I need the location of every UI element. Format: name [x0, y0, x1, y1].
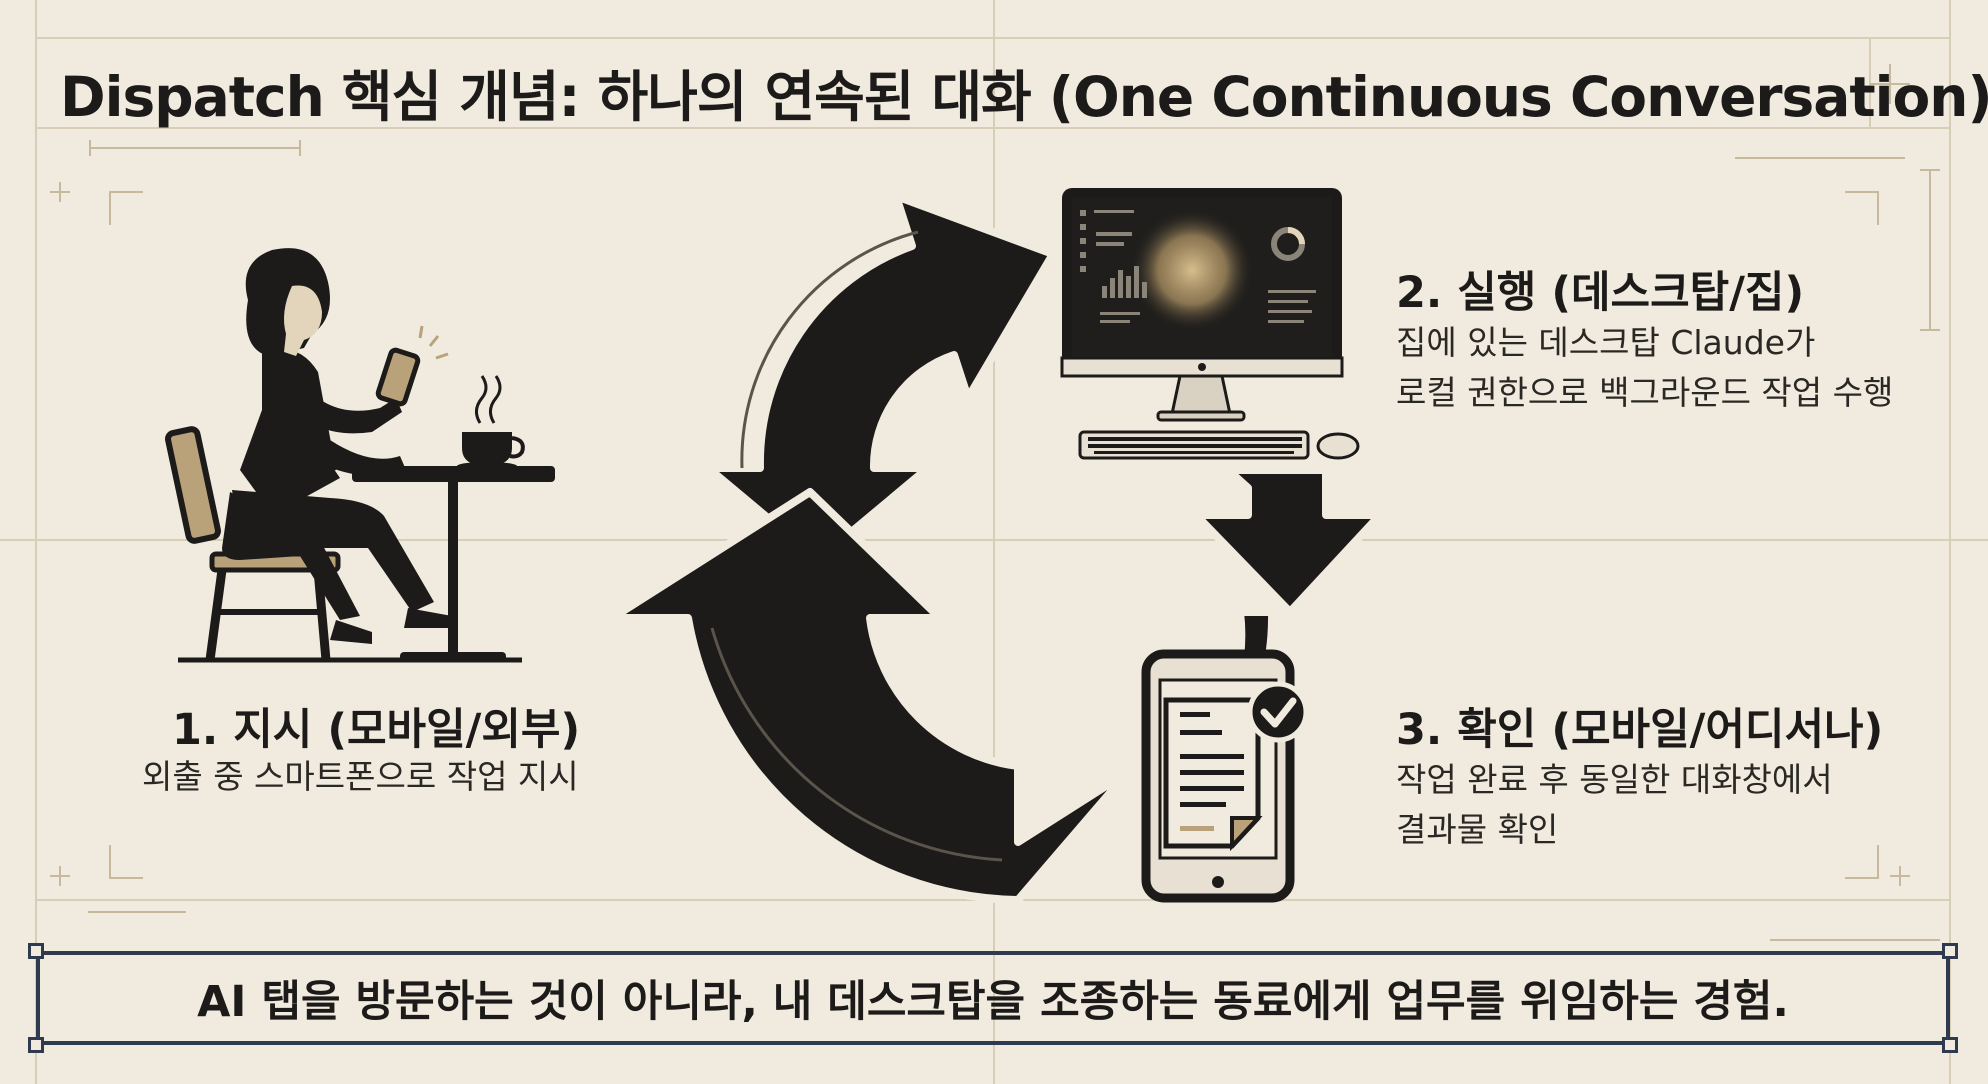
- step-2-description-line: 집에 있는 데스크탑 Claude가: [1396, 323, 1816, 362]
- check-icon: [1247, 681, 1309, 743]
- screen-widgets: [1080, 210, 1316, 323]
- monitor-stand: [1170, 374, 1232, 416]
- step-3-description-line: 작업 완료 후 동일한 대화창에서: [1396, 760, 1833, 799]
- selection-handle: [28, 1037, 44, 1053]
- page-title: Dispatch 핵심 개념: 하나의 연속된 대화 (One Continuo…: [60, 65, 1988, 129]
- step-2-heading: 2. 실행 (데스크탑/집): [1396, 268, 1805, 318]
- mouse-icon: [1316, 432, 1360, 460]
- step-1-heading: 1. 지시 (모바일/외부): [172, 705, 581, 755]
- phone-document-check-illustration: [1141, 649, 1309, 903]
- cycle-arrows: [608, 192, 1384, 904]
- arrow-3-to-1: [608, 488, 1132, 904]
- step-3-description-line: 결과물 확인: [1396, 810, 1559, 849]
- person-with-phone-illustration: [165, 248, 555, 663]
- phone-icon: [375, 347, 421, 407]
- step-2-description-line: 로컬 권한으로 백그라운드 작업 수행: [1396, 373, 1894, 412]
- coffee-cup-icon: [462, 432, 512, 466]
- arrow-1-to-2: [704, 192, 1057, 564]
- selection-handle: [28, 943, 44, 959]
- screen-glow: [1130, 208, 1254, 332]
- guide-marks: [50, 64, 1940, 941]
- step-2-description: 집에 있는 데스크탑 Claude가 로컬 권한으로 백그라운드 작업 수행: [1396, 318, 1893, 418]
- step-1-description-line: 외출 중 스마트폰으로 작업 지시: [142, 757, 579, 796]
- footer-callout: AI 탭을 방문하는 것이 아니라, 내 데스크탑을 조종하는 동료에게 업무를…: [36, 951, 1950, 1045]
- selection-handle: [1942, 1037, 1958, 1053]
- desktop-computer-illustration: [1060, 188, 1360, 460]
- step-3-heading: 3. 확인 (모바일/어디서나): [1396, 705, 1884, 755]
- chair: [165, 426, 221, 544]
- footer-text: AI 탭을 방문하는 것이 아니라, 내 데스크탑을 조종하는 동료에게 업무를…: [197, 977, 1789, 1027]
- step-1-description: 외출 중 스마트폰으로 작업 지시: [142, 752, 579, 802]
- step-3-description: 작업 완료 후 동일한 대화창에서 결과물 확인: [1396, 755, 1833, 855]
- selection-handle: [1942, 943, 1958, 959]
